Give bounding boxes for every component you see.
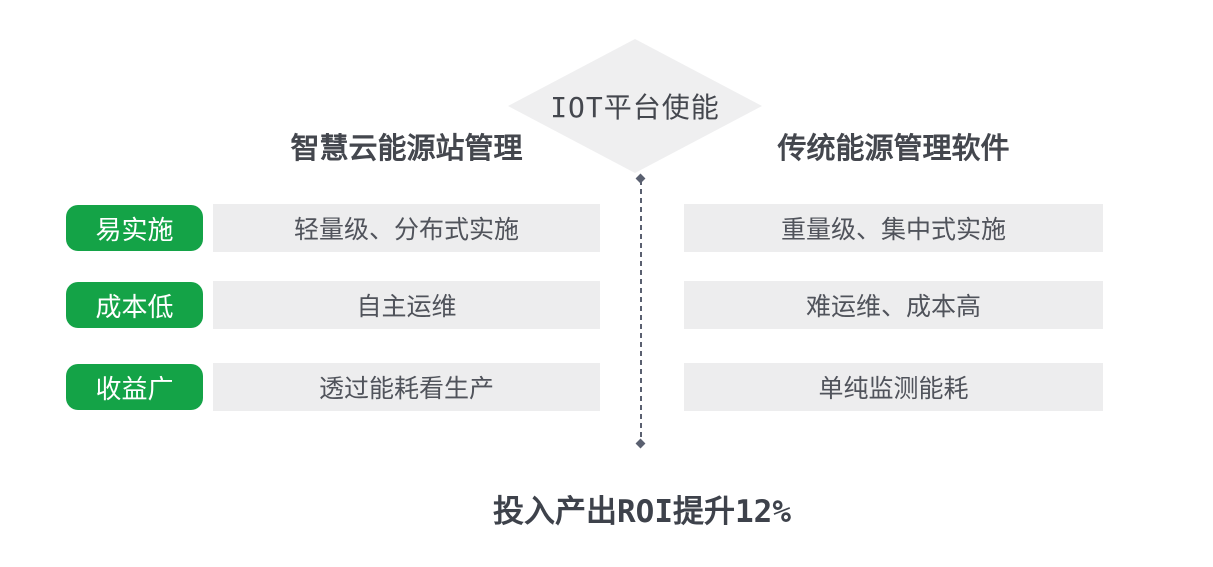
- comparison-cell-left: 轻量级、分布式实施: [213, 204, 600, 252]
- row-tag-pill: 成本低: [66, 282, 203, 328]
- comparison-cell-right: 重量级、集中式实施: [684, 204, 1103, 252]
- dashed-line: [640, 180, 642, 442]
- comparison-cell-right: 难运维、成本高: [684, 281, 1103, 329]
- right-column-header: 传统能源管理软件: [777, 131, 1010, 165]
- footer-caption: 投入产出ROI提升12%: [493, 494, 791, 530]
- divider-endpoint-bottom-icon: [635, 438, 646, 449]
- center-dashed-divider: [634, 173, 648, 449]
- row-tag-pill: 收益广: [66, 364, 203, 410]
- comparison-cell-left: 透过能耗看生产: [213, 363, 600, 411]
- divider-endpoint-top-icon: [635, 173, 646, 184]
- diamond-label: IOT平台使能: [550, 91, 720, 124]
- comparison-cell-right: 单纯监测能耗: [684, 363, 1103, 411]
- left-column-header: 智慧云能源站管理: [290, 131, 523, 165]
- comparison-cell-left: 自主运维: [213, 281, 600, 329]
- row-tag-pill: 易实施: [66, 205, 203, 251]
